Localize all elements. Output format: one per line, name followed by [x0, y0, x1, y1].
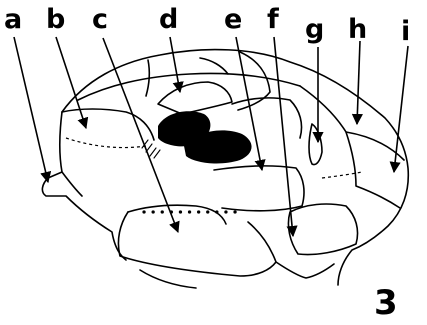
label-h: h	[348, 14, 367, 45]
label-a: a	[4, 4, 22, 35]
leader-f	[274, 37, 293, 236]
label-f: f	[267, 4, 279, 35]
leader-a	[14, 37, 48, 182]
part-labels: a b c d e f g h i 3	[4, 4, 410, 323]
label-e: e	[224, 4, 242, 35]
specimen-outline	[42, 50, 408, 288]
plate-i	[346, 132, 400, 208]
process-g	[309, 124, 322, 165]
label-c: c	[92, 4, 108, 35]
lobe-f	[288, 204, 357, 255]
label-d: d	[159, 4, 178, 35]
lobe-c	[128, 205, 226, 224]
label-g: g	[305, 14, 324, 45]
figure-number: 3	[374, 283, 398, 323]
plate-d	[158, 82, 232, 114]
leader-b	[56, 37, 86, 128]
label-b: b	[46, 4, 65, 35]
label-i: i	[401, 16, 410, 47]
leader-h	[357, 41, 360, 124]
leader-d	[170, 37, 180, 92]
left-tip	[42, 112, 126, 260]
